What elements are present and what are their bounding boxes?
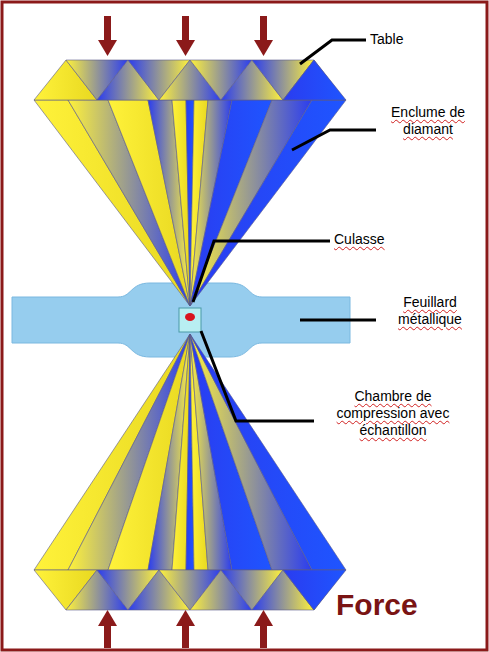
diamond-facet bbox=[148, 334, 190, 570]
diamond-facet bbox=[148, 100, 190, 306]
part-label: Table bbox=[370, 31, 430, 48]
sample bbox=[185, 313, 195, 321]
part-label: Feuillard métallique bbox=[378, 294, 482, 328]
diamond-facet bbox=[283, 60, 346, 100]
diamond-facet bbox=[283, 570, 345, 610]
diamond-facet bbox=[190, 100, 346, 306]
leader-lines bbox=[193, 40, 376, 421]
diamond-facet bbox=[68, 100, 190, 306]
sample-chamber bbox=[179, 308, 201, 332]
upper-diamond bbox=[34, 60, 346, 306]
diamond-facet bbox=[68, 334, 190, 570]
diamond-facet bbox=[108, 100, 190, 306]
diamond-facet bbox=[108, 334, 190, 570]
diamond-facet bbox=[34, 100, 190, 306]
force-arrows bbox=[98, 16, 273, 648]
part-label: Enclume de diamant bbox=[378, 104, 478, 138]
diamond-facet bbox=[283, 60, 345, 100]
part-label: Chambre de compression avec échantillon bbox=[318, 388, 468, 439]
force-label: Force bbox=[336, 588, 466, 622]
lower-diamond bbox=[34, 334, 346, 610]
diamond-facet bbox=[34, 334, 190, 570]
part-label: Culasse bbox=[334, 231, 414, 248]
diamond-facet bbox=[190, 334, 346, 570]
